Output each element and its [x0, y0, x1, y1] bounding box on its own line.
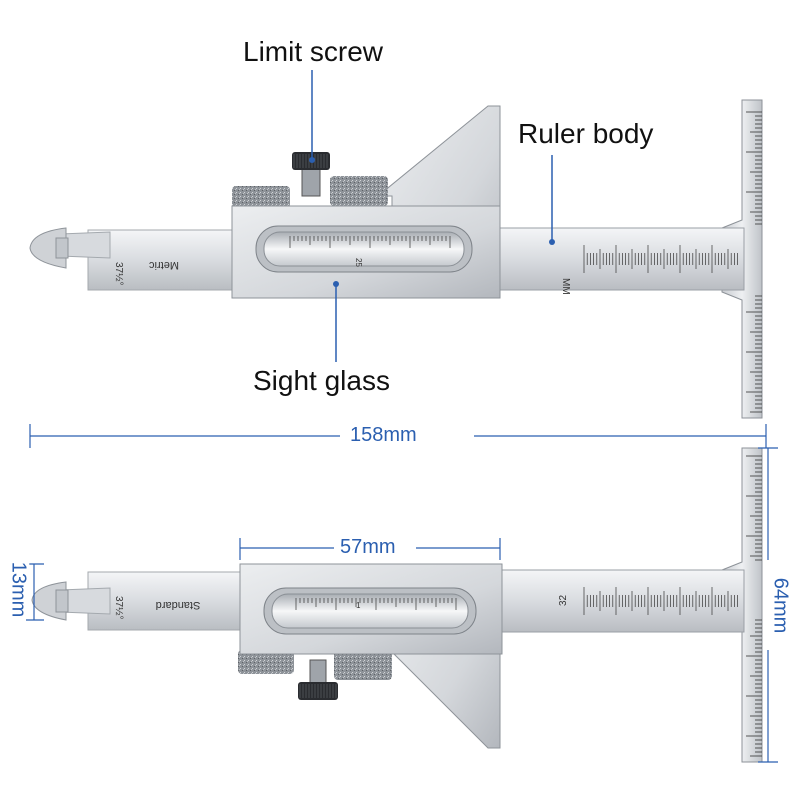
top-knurl-right: [330, 176, 388, 206]
bottom-left-arm: [87, 571, 249, 631]
ruler-body-dot: [549, 239, 555, 245]
sight-glass-dot: [333, 281, 339, 287]
bottom-unit-label: 32: [558, 594, 569, 606]
top-window-scale: [289, 236, 451, 248]
bottom-fraction: 37½°: [113, 596, 124, 619]
top-metric-engraving: Metric: [149, 259, 179, 271]
ruler-height-dimension: [758, 447, 778, 763]
ruler-body-bar: [497, 227, 745, 291]
bottom-ruler-bar: [497, 569, 745, 633]
top-fraction: 37½°: [113, 262, 124, 285]
top-left-arm: [87, 229, 239, 291]
bottom-gauge: 32 37½° Standard 1: [31, 447, 763, 763]
bottom-sight-window: [271, 593, 469, 629]
top-gauge: MM 37½° Metric 25: [29, 99, 763, 419]
total-length-label: 158mm: [350, 424, 417, 447]
limit-screw-shaft: [301, 167, 321, 197]
sight-glass-label: Sight glass: [253, 365, 390, 396]
bottom-ruler-ticks: [746, 455, 762, 757]
limit-screw-dot: [309, 157, 315, 163]
bottom-standard-engraving: Standard: [156, 599, 201, 611]
top-unit-label: MM: [560, 278, 571, 295]
ruler-height-label: 64mm: [768, 577, 792, 634]
total-length-dimension: [29, 424, 767, 448]
limit-screw-label: Limit screw: [243, 36, 384, 67]
bottom-ruler-scale: [583, 587, 738, 615]
head-height-label: 13mm: [6, 561, 30, 618]
bottom-knurl-left: [238, 650, 294, 674]
top-ruler-ticks: [746, 111, 762, 413]
slider-width-dimension: [239, 538, 501, 560]
ruler-body-scale: [583, 245, 738, 273]
ruler-body-label: Ruler body: [518, 118, 654, 149]
bottom-window-number: 1: [356, 601, 361, 610]
bottom-window-scale: [295, 598, 457, 610]
top-window-number: 25: [354, 258, 363, 267]
bottom-screw-knurl: [299, 684, 337, 698]
bottom-knurl-right: [334, 650, 392, 680]
slider-width-label: 57mm: [340, 536, 396, 559]
limit-screw-knurl: [293, 154, 328, 168]
top-knurl-left: [232, 186, 290, 208]
